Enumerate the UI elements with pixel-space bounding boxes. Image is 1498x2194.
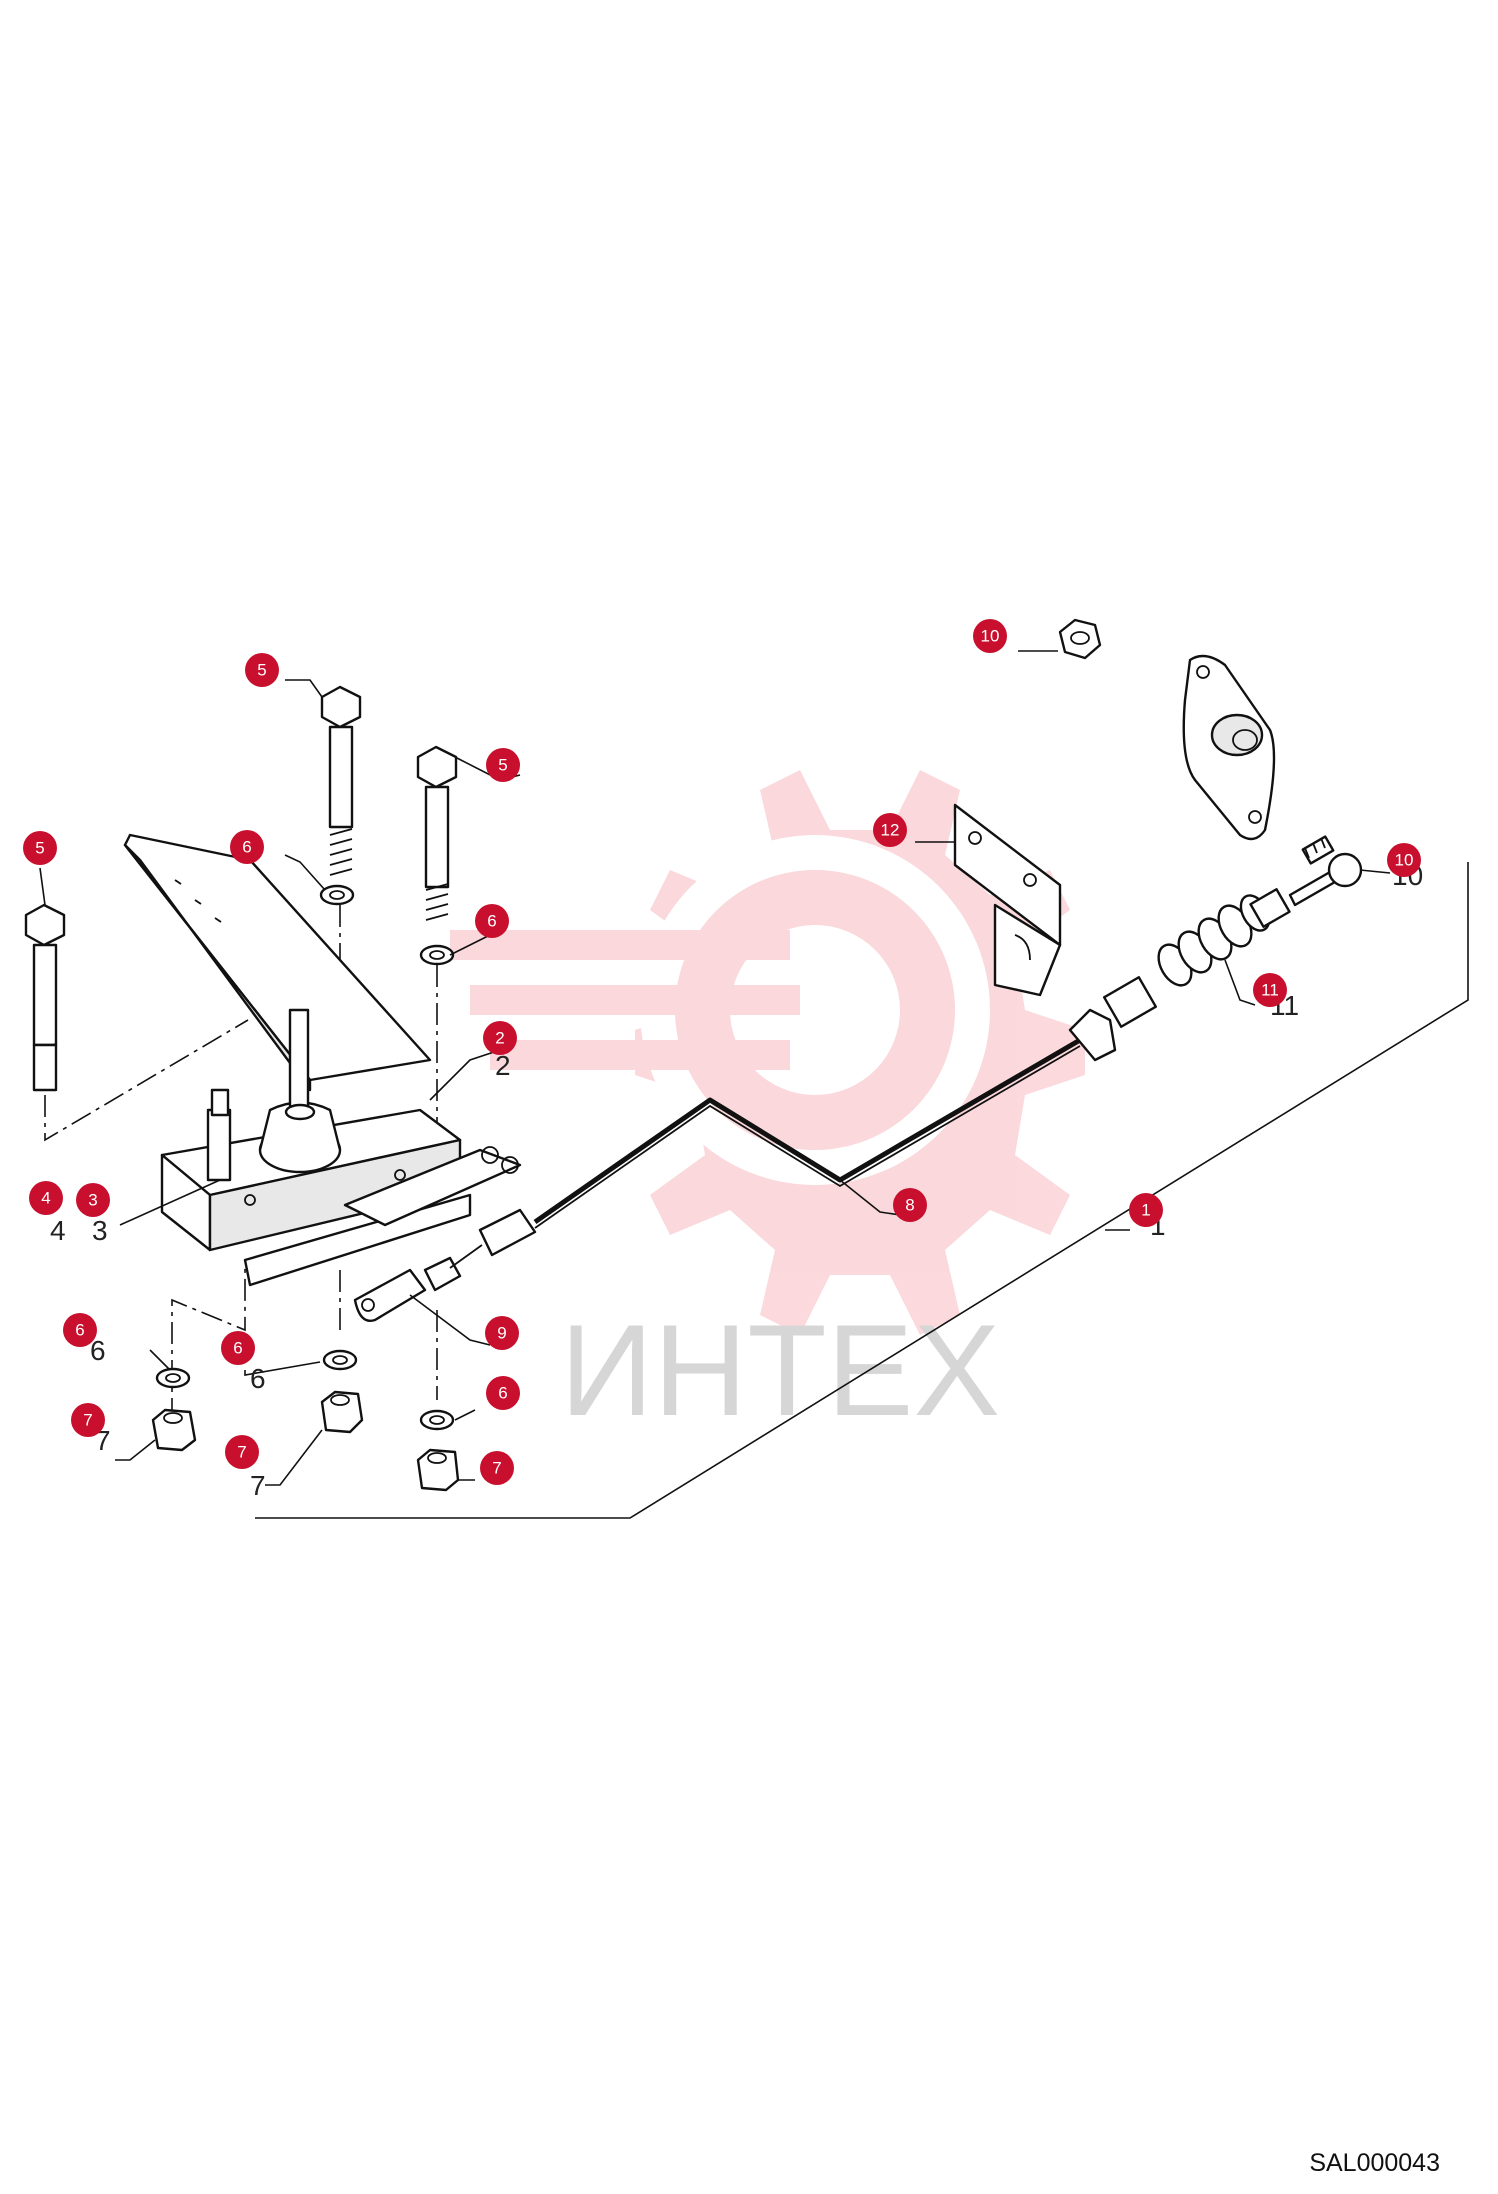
callout-12[interactable]: 12: [873, 813, 907, 847]
svg-text:7: 7: [492, 1459, 501, 1478]
svg-text:6: 6: [233, 1339, 242, 1358]
assembly-bracket-line: [255, 862, 1469, 1519]
svg-text:2: 2: [495, 1029, 504, 1048]
callout-6-lower-middle[interactable]: 6: [221, 1331, 255, 1365]
mounting-bracket: [953, 803, 1062, 997]
callout-3[interactable]: 3: [76, 1183, 110, 1217]
callout-7-middle[interactable]: 7: [225, 1435, 259, 1469]
svg-text:5: 5: [35, 839, 44, 858]
washer-lower-right: [419, 1409, 455, 1431]
washer-upper-left: [319, 884, 355, 906]
bolt-left: [24, 903, 66, 1092]
svg-text:6: 6: [75, 1321, 84, 1340]
washer-upper-right: [419, 944, 455, 966]
callout-10-right[interactable]: 10: [1387, 843, 1421, 877]
hex-nut-lower-right: [416, 1448, 460, 1492]
plain-number-3: 3: [92, 1215, 108, 1246]
callout-8[interactable]: 8: [893, 1188, 927, 1222]
svg-text:12: 12: [881, 821, 900, 840]
plain-number-6-middle: 6: [250, 1363, 266, 1394]
callout-10-top[interactable]: 10: [973, 619, 1007, 653]
cable-adjuster-spring: [1068, 870, 1337, 1062]
callout-1[interactable]: 1: [1129, 1193, 1163, 1227]
svg-text:9: 9: [497, 1324, 506, 1343]
plain-number-7-middle: 7: [250, 1470, 266, 1501]
plain-number-6-left: 6: [90, 1335, 106, 1366]
watermark-gear-logo: [450, 770, 1085, 1335]
svg-text:11: 11: [1261, 981, 1279, 1000]
throttle-rod: [533, 1037, 1082, 1225]
svg-text:7: 7: [237, 1443, 246, 1462]
svg-text:10: 10: [1395, 851, 1414, 870]
callout-2[interactable]: 2: [483, 1021, 517, 1055]
svg-text:5: 5: [498, 756, 507, 775]
callout-11[interactable]: 11: [1253, 973, 1287, 1007]
hex-nut-lower-left: [151, 1408, 197, 1452]
callout-6-lower-left[interactable]: 6: [63, 1313, 97, 1347]
callout-5-right[interactable]: 5: [486, 748, 520, 782]
callout-6-upper-right[interactable]: 6: [475, 904, 509, 938]
ball-joint: [1301, 835, 1363, 888]
svg-text:6: 6: [487, 912, 496, 931]
svg-text:3: 3: [88, 1191, 97, 1210]
svg-text:10: 10: [981, 627, 1000, 646]
washer-lower-left: [155, 1367, 191, 1389]
clevis-rod-end: [353, 1208, 537, 1322]
callout-4[interactable]: 4: [29, 1181, 63, 1215]
svg-text:6: 6: [498, 1384, 507, 1403]
hex-nut-lower-middle: [320, 1390, 364, 1434]
svg-text:5: 5: [257, 661, 266, 680]
callout-5-top[interactable]: 5: [245, 653, 279, 687]
svg-text:1: 1: [1141, 1201, 1150, 1220]
svg-text:8: 8: [905, 1196, 914, 1215]
accelerator-pedal-assembly: [123, 833, 522, 1287]
callout-7-right[interactable]: 7: [480, 1451, 514, 1485]
centerline-bottom-left: [171, 1265, 246, 1420]
sheet-code: SAL000043: [1309, 2149, 1440, 2177]
callout-6-lower-right[interactable]: 6: [486, 1376, 520, 1410]
plain-number-4: 4: [50, 1215, 66, 1246]
svg-text:7: 7: [83, 1411, 92, 1430]
flange-plate: [1182, 654, 1276, 841]
svg-text:6: 6: [242, 838, 251, 857]
centerline-left: [44, 1019, 249, 1142]
watermark-text: ИНТЕХ: [560, 1297, 1000, 1443]
callout-9[interactable]: 9: [485, 1316, 519, 1350]
callout-7-left[interactable]: 7: [71, 1403, 105, 1437]
svg-text:4: 4: [41, 1189, 50, 1208]
hex-nut-top: [1058, 618, 1102, 660]
callout-5-left[interactable]: 5: [23, 831, 57, 865]
bolt-middle: [320, 685, 362, 876]
washer-lower-middle: [322, 1349, 358, 1371]
leader-lines: [39, 650, 1391, 1486]
bolt-right: [416, 745, 458, 921]
callout-6-upper-left[interactable]: 6: [230, 830, 264, 864]
plain-number-2: 2: [495, 1050, 511, 1081]
